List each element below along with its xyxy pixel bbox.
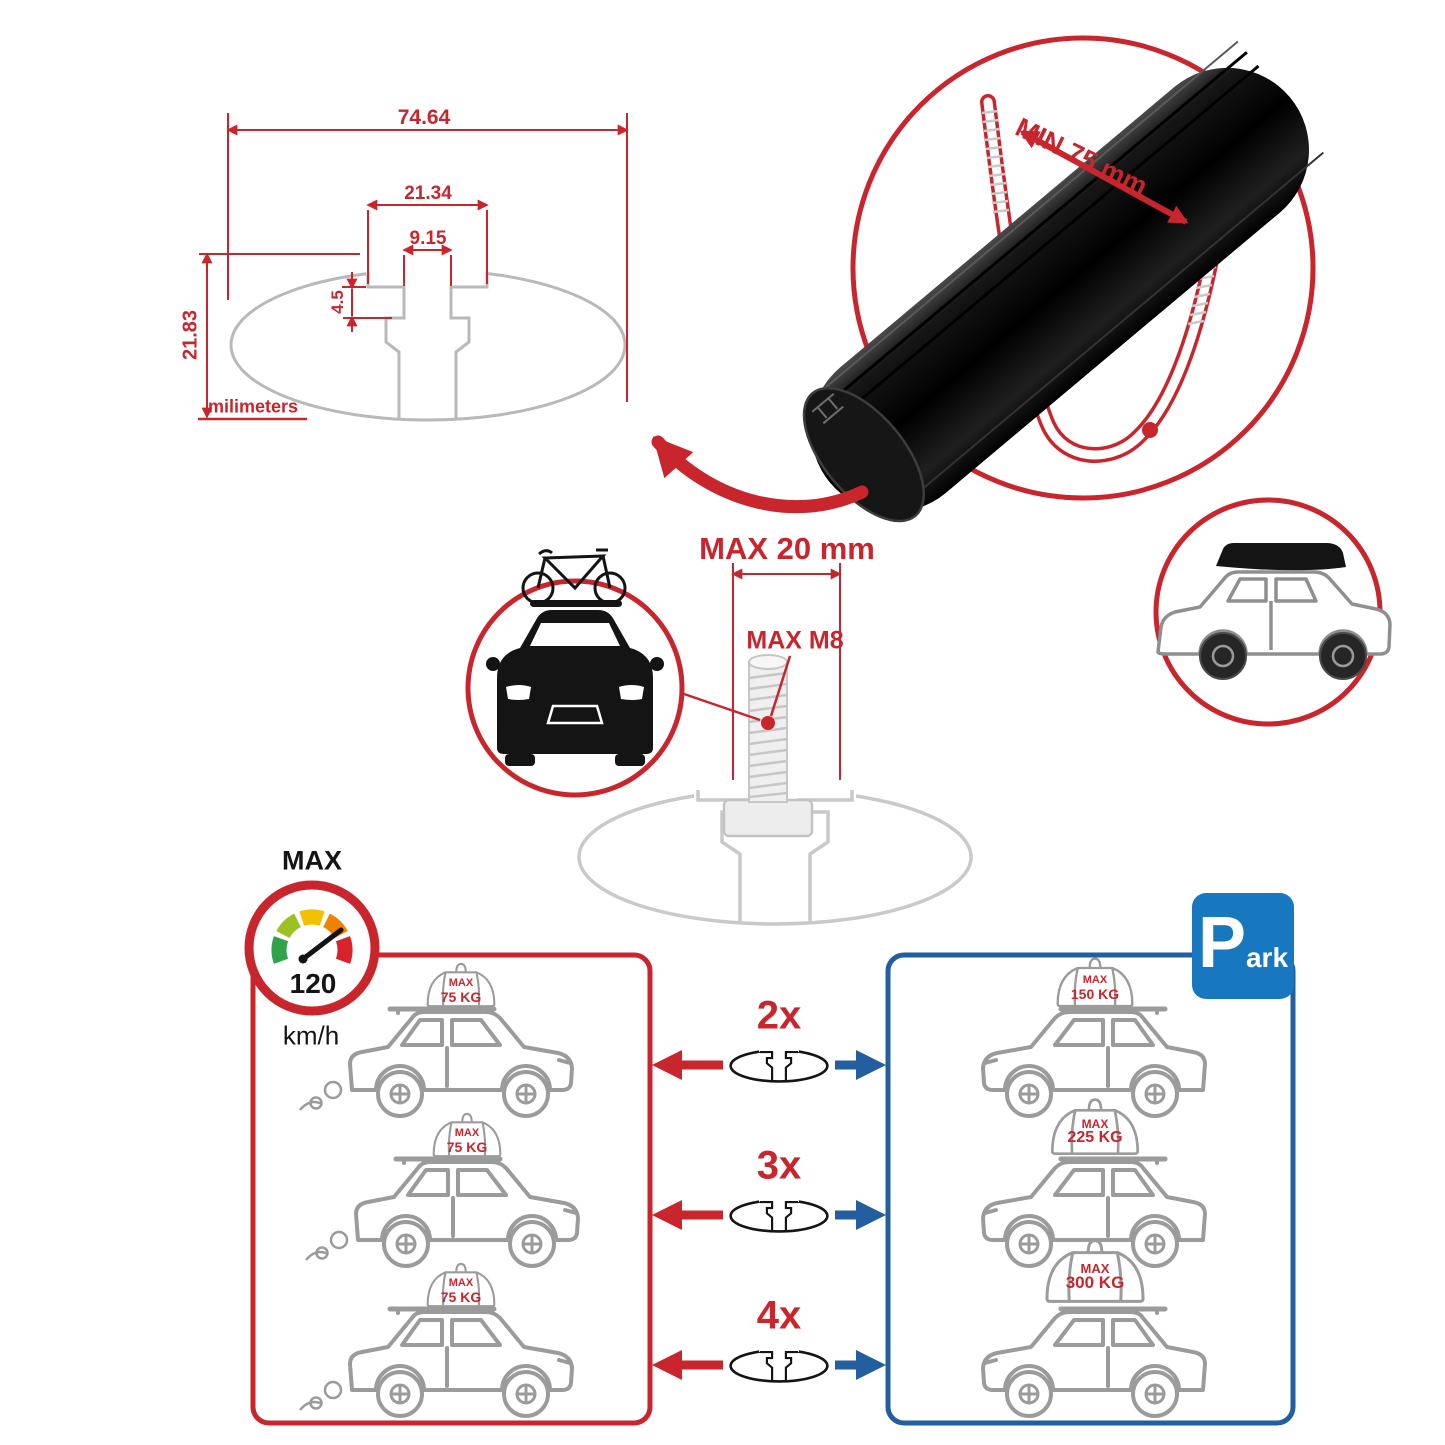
driving-panel xyxy=(250,952,653,1426)
bolt-dimension-lines xyxy=(731,563,842,789)
crossbar-count-column xyxy=(652,1046,886,1383)
thread-pointer-line xyxy=(769,655,792,717)
drive-load-max-2: MAX xyxy=(454,1127,480,1139)
speedometer-gauge xyxy=(244,880,380,1016)
bar-count-label-3: 4x xyxy=(756,1293,802,1338)
t-slot-nut xyxy=(722,798,814,838)
park-load-label-3: MAX 300 KG xyxy=(1065,1261,1125,1292)
park-load-value-1: 150 KG xyxy=(1070,986,1120,1002)
crossbar-detail-circle xyxy=(651,35,1324,523)
bar-count-label-2: 3x xyxy=(756,1143,802,1188)
min-gap-arrow xyxy=(1019,129,1189,225)
motion-swirls xyxy=(299,1080,349,1411)
parked-panel xyxy=(885,952,1296,1426)
gauge-segments xyxy=(271,909,353,964)
drive-load-label-2: MAX 75 KG xyxy=(447,1127,487,1155)
thread-hatches xyxy=(981,109,1219,326)
bolt-shaft xyxy=(748,654,788,803)
drive-load-max-3: MAX xyxy=(448,1277,474,1289)
dim-channel-depth-label: 4.5 xyxy=(328,290,347,314)
park-load-max-1: MAX xyxy=(1082,974,1108,986)
park-load-label-1: MAX 150 KG xyxy=(1071,974,1119,1002)
bolt-detail xyxy=(577,563,973,926)
bike-car-circle xyxy=(465,548,685,798)
drive-load-label-3: MAX 75 KG xyxy=(441,1277,481,1305)
car-front-icon xyxy=(486,610,664,766)
dim-total-width-label: 74.64 xyxy=(397,106,451,129)
drive-load-label-1: MAX 75 KG xyxy=(441,977,481,1005)
direction-arrows xyxy=(652,1050,886,1380)
dim-channel-outer-label: 21.34 xyxy=(404,183,452,204)
gauge-needle xyxy=(300,927,344,962)
suv-wheels xyxy=(1199,632,1367,680)
crossbar-profile-icon-2 xyxy=(729,1196,829,1233)
speed-value: 120 xyxy=(289,968,337,999)
dim-channel-inner-label: 9.15 xyxy=(409,228,447,249)
park-load-max-3: MAX xyxy=(1080,1261,1110,1276)
parking-sign-suffix: ark xyxy=(1245,942,1289,973)
parking-sign-letter: P xyxy=(1197,903,1246,983)
speed-max-label: MAX xyxy=(282,845,342,876)
suv-roofbox-circle xyxy=(1153,497,1392,727)
drive-load-max-1: MAX xyxy=(448,977,474,989)
clamp-marker-dot xyxy=(1142,422,1158,438)
drive-load-value-1: 75 KG xyxy=(440,989,482,1005)
dim-units-label: milimeters xyxy=(207,396,299,417)
speed-unit-label: km/h xyxy=(282,1020,340,1051)
drive-load-value-3: 75 KG xyxy=(440,1289,482,1305)
bike-circle-pointer-line xyxy=(683,692,761,722)
crossbar-end-cap xyxy=(802,386,926,523)
bar-count-label-1: 2x xyxy=(756,993,802,1038)
park-load-label-2: MAX 225 KG xyxy=(1067,1118,1122,1146)
zoom-pointer-arrow xyxy=(651,435,869,514)
bolt-max-width-label: MAX 20 mm xyxy=(699,531,875,566)
crossbar-profile-icon-3 xyxy=(729,1346,829,1383)
parking-sign: Park xyxy=(1192,893,1294,999)
crossbar-profile-icon-1 xyxy=(729,1046,829,1083)
gauge-ring xyxy=(244,880,380,1016)
park-load-value-2: 225 KG xyxy=(1067,1129,1123,1146)
suv-with-roofbox xyxy=(1156,543,1392,680)
dim-total-height-label: 21.83 xyxy=(179,309,202,361)
roof-rail xyxy=(530,600,622,607)
park-load-value-3: 300 KG xyxy=(1065,1273,1125,1292)
crossbar-profile-outline xyxy=(229,256,627,422)
roof-box xyxy=(1216,543,1346,571)
dimension-lines xyxy=(198,113,629,421)
bolt-max-thread-label: MAX M8 xyxy=(746,626,844,655)
park-load-max-2: MAX xyxy=(1081,1117,1109,1131)
profile-dimension-diagram xyxy=(198,113,629,422)
drive-load-value-2: 75 KG xyxy=(446,1139,488,1155)
bolt-marker-dot xyxy=(761,716,775,730)
